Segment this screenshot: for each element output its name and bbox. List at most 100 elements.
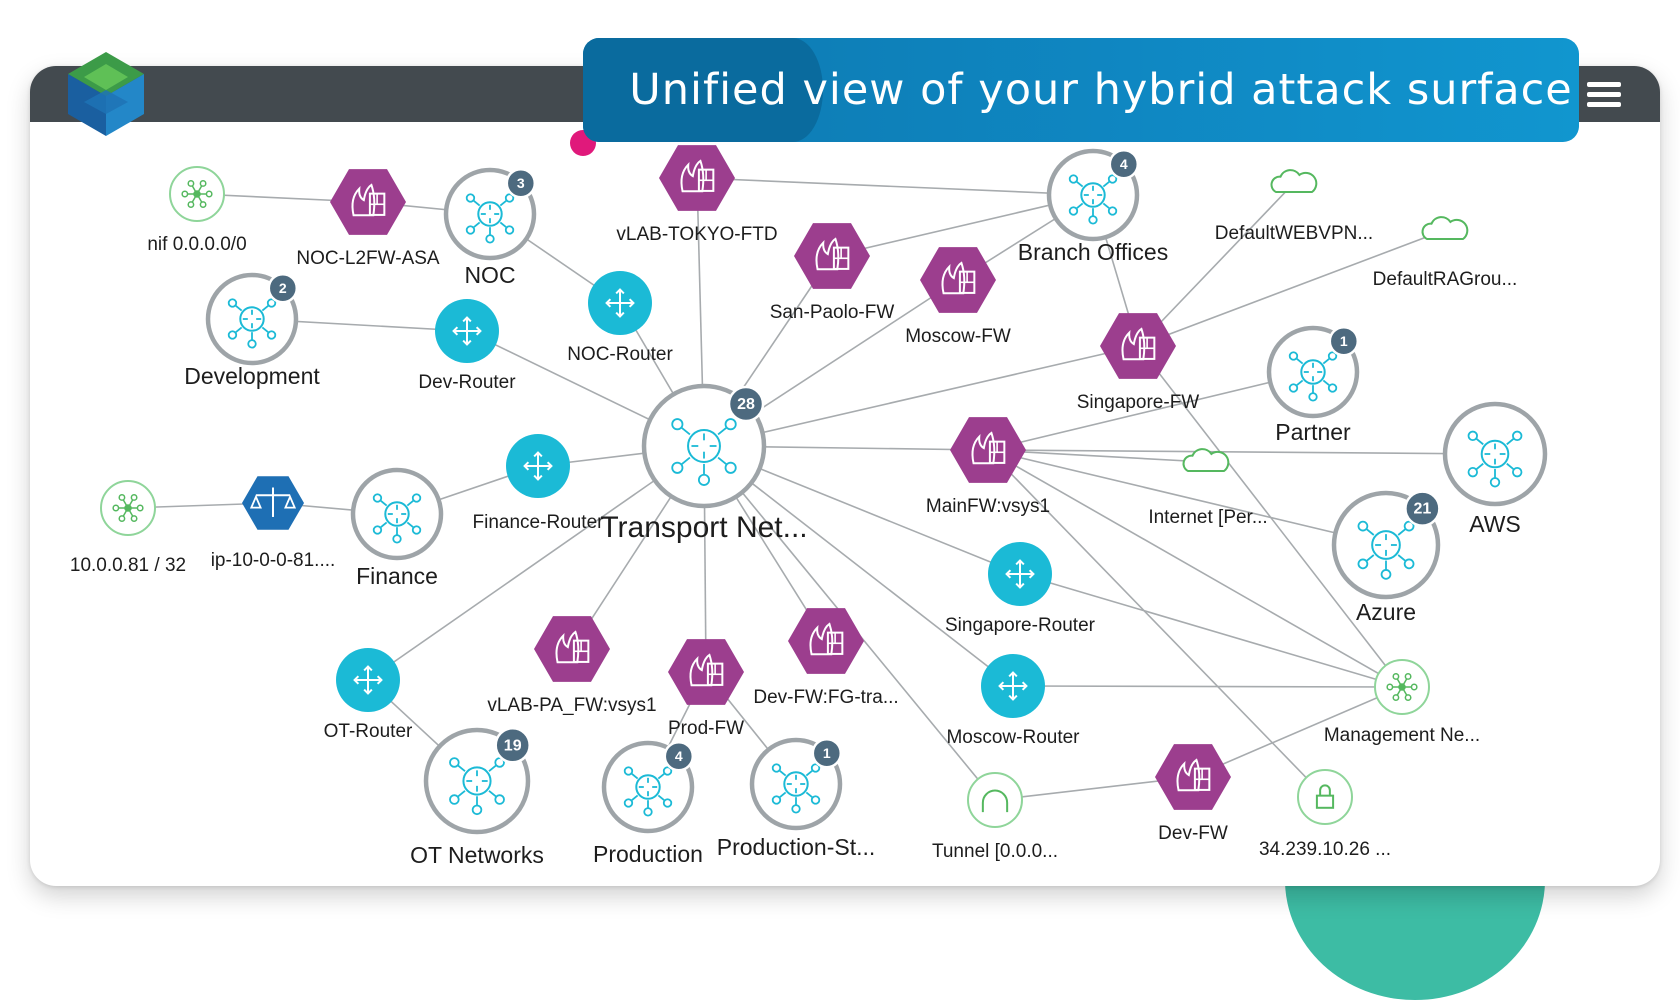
node-label: OT Networks [410, 842, 544, 868]
node-nif[interactable]: nif 0.0.0.0/0 [147, 166, 247, 255]
node-label: Management Ne... [1324, 725, 1480, 746]
node-aws[interactable]: AWS [1442, 401, 1548, 537]
count-badge-label: 4 [675, 748, 683, 764]
edge-singapore_fw-transport [703, 345, 1139, 447]
node-label: Singapore-Router [945, 615, 1096, 636]
count-badge-label: 28 [737, 396, 755, 413]
headline-banner: Unified view of your hybrid attack surfa… [583, 38, 1579, 142]
count-badge [494, 727, 531, 764]
node-moscow_fw[interactable]: Moscow-FW [905, 247, 1011, 347]
node-label: MainFW:vsys1 [926, 496, 1050, 517]
app-window [30, 66, 1660, 886]
node-label: NOC-Router [567, 344, 673, 365]
node-ot_router[interactable]: OT-Router [324, 648, 413, 742]
banner-shade [583, 38, 823, 142]
node-label: Production [593, 841, 703, 867]
edge-transport-moscow_router [703, 445, 1014, 687]
edge-dev_fw-mgmt [1192, 686, 1403, 778]
node-ot[interactable]: OT Networks 19 [410, 727, 544, 868]
node-label: Prod-FW [668, 718, 744, 739]
count-badge [1328, 325, 1360, 357]
node-production[interactable]: Production 4 [593, 740, 703, 867]
node-label: NOC [464, 262, 515, 288]
node-dev_router[interactable]: Dev-Router [418, 299, 516, 393]
node-prod_fw[interactable]: Prod-FW [668, 639, 744, 739]
count-badge-label: 21 [1414, 501, 1432, 518]
count-badge-label: 3 [517, 175, 525, 191]
count-badge-label: 1 [823, 745, 831, 761]
node-label: Dev-FW:FG-tra... [753, 687, 898, 708]
edge-moscow_router-mgmt [1012, 685, 1403, 688]
count-badge [1404, 490, 1441, 527]
count-badge-label: 19 [504, 737, 522, 754]
node-label: NOC-L2FW-ASA [296, 248, 440, 269]
node-dev[interactable]: Development 2 [184, 272, 320, 389]
node-label: Dev-FW [1158, 823, 1228, 844]
edge-mainfw-partner [987, 371, 1314, 451]
node-production_st[interactable]: Production-St... 1 [717, 737, 876, 860]
node-label: nif 0.0.0.0/0 [147, 234, 246, 255]
node-label: Partner [1275, 419, 1351, 445]
node-label: Singapore-FW [1077, 392, 1200, 413]
node-vlab_pa[interactable]: vLAB-PA_FW:vsys1 [487, 616, 657, 716]
node-label: Development [184, 363, 320, 389]
banner-title: Unified view of your hybrid attack surfa… [629, 65, 1573, 115]
edge-singapore_fw-webvpn [1137, 182, 1295, 347]
node-dev_fw[interactable]: Dev-FW [1155, 744, 1231, 844]
node-mgmt[interactable]: Management Ne... [1324, 659, 1480, 746]
node-dev_fg[interactable]: Dev-FW:FG-tra... [753, 608, 899, 708]
node-finance[interactable]: Finance [350, 467, 444, 589]
edge-transport-ot_router [367, 445, 705, 681]
node-transport[interactable]: Transport Net... 28 [600, 383, 808, 544]
node-mainfw[interactable]: MainFW:vsys1 [926, 417, 1050, 517]
node-label: Branch Offices [1018, 239, 1168, 265]
node-label: vLAB-PA_FW:vsys1 [487, 695, 656, 716]
count-badge-label: 4 [1120, 156, 1128, 172]
node-label: DefaultWEBVPN... [1215, 223, 1373, 244]
node-tokyo[interactable]: vLAB-TOKYO-FTD [616, 145, 778, 245]
node-singapore_fw[interactable]: Singapore-FW [1077, 313, 1200, 413]
node-ip34[interactable]: 34.239.10.26 ... [1259, 769, 1391, 860]
node-label: Finance [356, 563, 438, 589]
node-label: AWS [1469, 511, 1521, 537]
node-ip10[interactable]: ip-10-0-0-81.... [211, 476, 336, 571]
node-ragrou[interactable]: DefaultRAGrou... [1373, 216, 1518, 290]
node-label: San-Paolo-FW [770, 302, 895, 323]
node-noc_asa[interactable]: NOC-L2FW-ASA [296, 169, 440, 269]
edge-singapore_fw-ragrou [1137, 229, 1446, 347]
count-badge [505, 167, 537, 199]
count-badge [1108, 148, 1140, 180]
node-internet[interactable]: Internet [Per... [1148, 448, 1268, 528]
edge-mainfw-aws [987, 449, 1496, 455]
node-noc[interactable]: NOC 3 [443, 167, 537, 288]
node-label: 34.239.10.26 ... [1259, 839, 1391, 860]
node-label: Transport Net... [600, 511, 807, 544]
node-finance_router[interactable]: Finance-Router [473, 434, 605, 533]
node-label: Production-St... [717, 834, 876, 860]
node-singapore_router[interactable]: Singapore-Router [945, 542, 1096, 636]
count-badge-label: 2 [279, 280, 287, 296]
node-label: Internet [Per... [1148, 507, 1267, 528]
node-label: Moscow-Router [946, 727, 1080, 748]
node-label: Dev-Router [418, 372, 516, 393]
hamburger-menu-icon[interactable] [1587, 82, 1621, 110]
edge-singapore_router-mgmt [1019, 573, 1403, 688]
node-label: Tunnel [0.0.0... [932, 841, 1058, 862]
node-label: 10.0.0.81 / 32 [70, 555, 186, 576]
node-label: Finance-Router [473, 512, 605, 533]
node-moscow_router[interactable]: Moscow-Router [946, 654, 1080, 748]
node-tunnel[interactable]: Tunnel [0.0.0... [932, 772, 1058, 862]
node-branch[interactable]: Branch Offices 4 [1018, 148, 1168, 265]
count-badge [811, 737, 843, 769]
node-sanpaolo[interactable]: San-Paolo-FW [770, 223, 895, 323]
node-webvpn[interactable]: DefaultWEBVPN... [1215, 169, 1373, 244]
node-noc_router[interactable]: NOC-Router [567, 271, 673, 365]
node-label: ip-10-0-0-81.... [211, 550, 336, 571]
node-label: Moscow-FW [905, 326, 1011, 347]
edge-mainfw-ip34 [987, 449, 1326, 798]
edge-mainfw-mgmt [987, 449, 1403, 688]
node-host10[interactable]: 10.0.0.81 / 32 [70, 480, 186, 576]
